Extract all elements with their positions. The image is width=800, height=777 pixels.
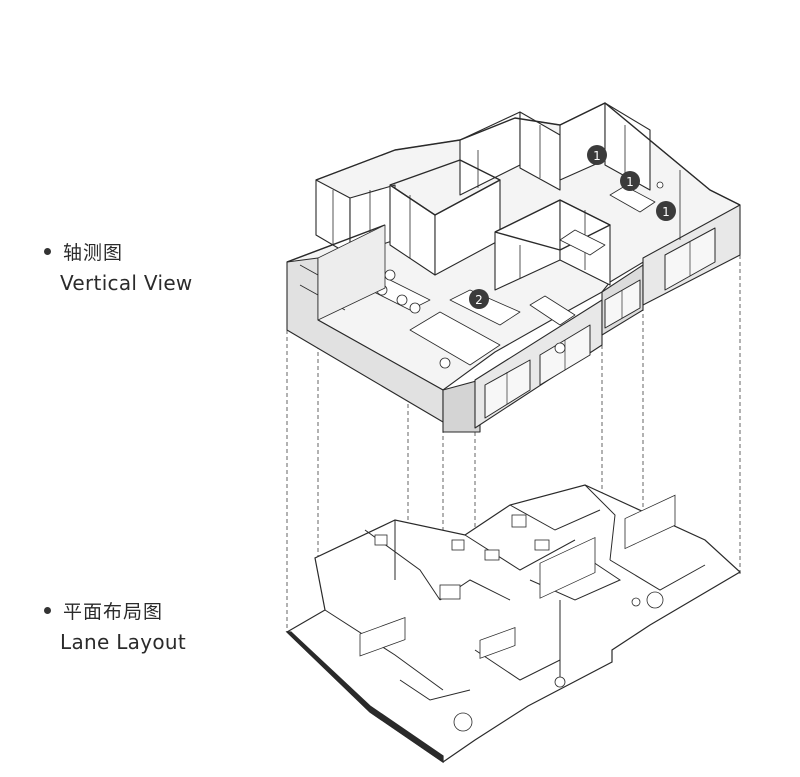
bullet-icon [44, 607, 51, 614]
marker-label: 1 [662, 205, 670, 219]
marker-1-c: 1 [656, 201, 676, 221]
legend-plan-cn: 平面布局图 [63, 601, 164, 623]
axonometric-model [286, 102, 741, 433]
marker-2: 2 [469, 289, 489, 309]
marker-label: 1 [593, 149, 601, 163]
legend-axonometric-cn: 轴测图 [63, 242, 124, 264]
floor-plan [285, 484, 742, 764]
marker-label: 2 [475, 293, 483, 307]
legend-plan: 平面布局图 Lane Layout [36, 597, 186, 654]
marker-1-b: 1 [620, 171, 640, 191]
legend-axonometric: 轴测图 Vertical View [36, 238, 193, 295]
markers: 1 1 1 2 [469, 145, 676, 309]
legend-axonometric-en: Vertical View [60, 271, 193, 295]
marker-1-a: 1 [587, 145, 607, 165]
legend-plan-en: Lane Layout [60, 630, 187, 654]
marker-label: 1 [626, 175, 634, 189]
bullet-icon [44, 248, 51, 255]
